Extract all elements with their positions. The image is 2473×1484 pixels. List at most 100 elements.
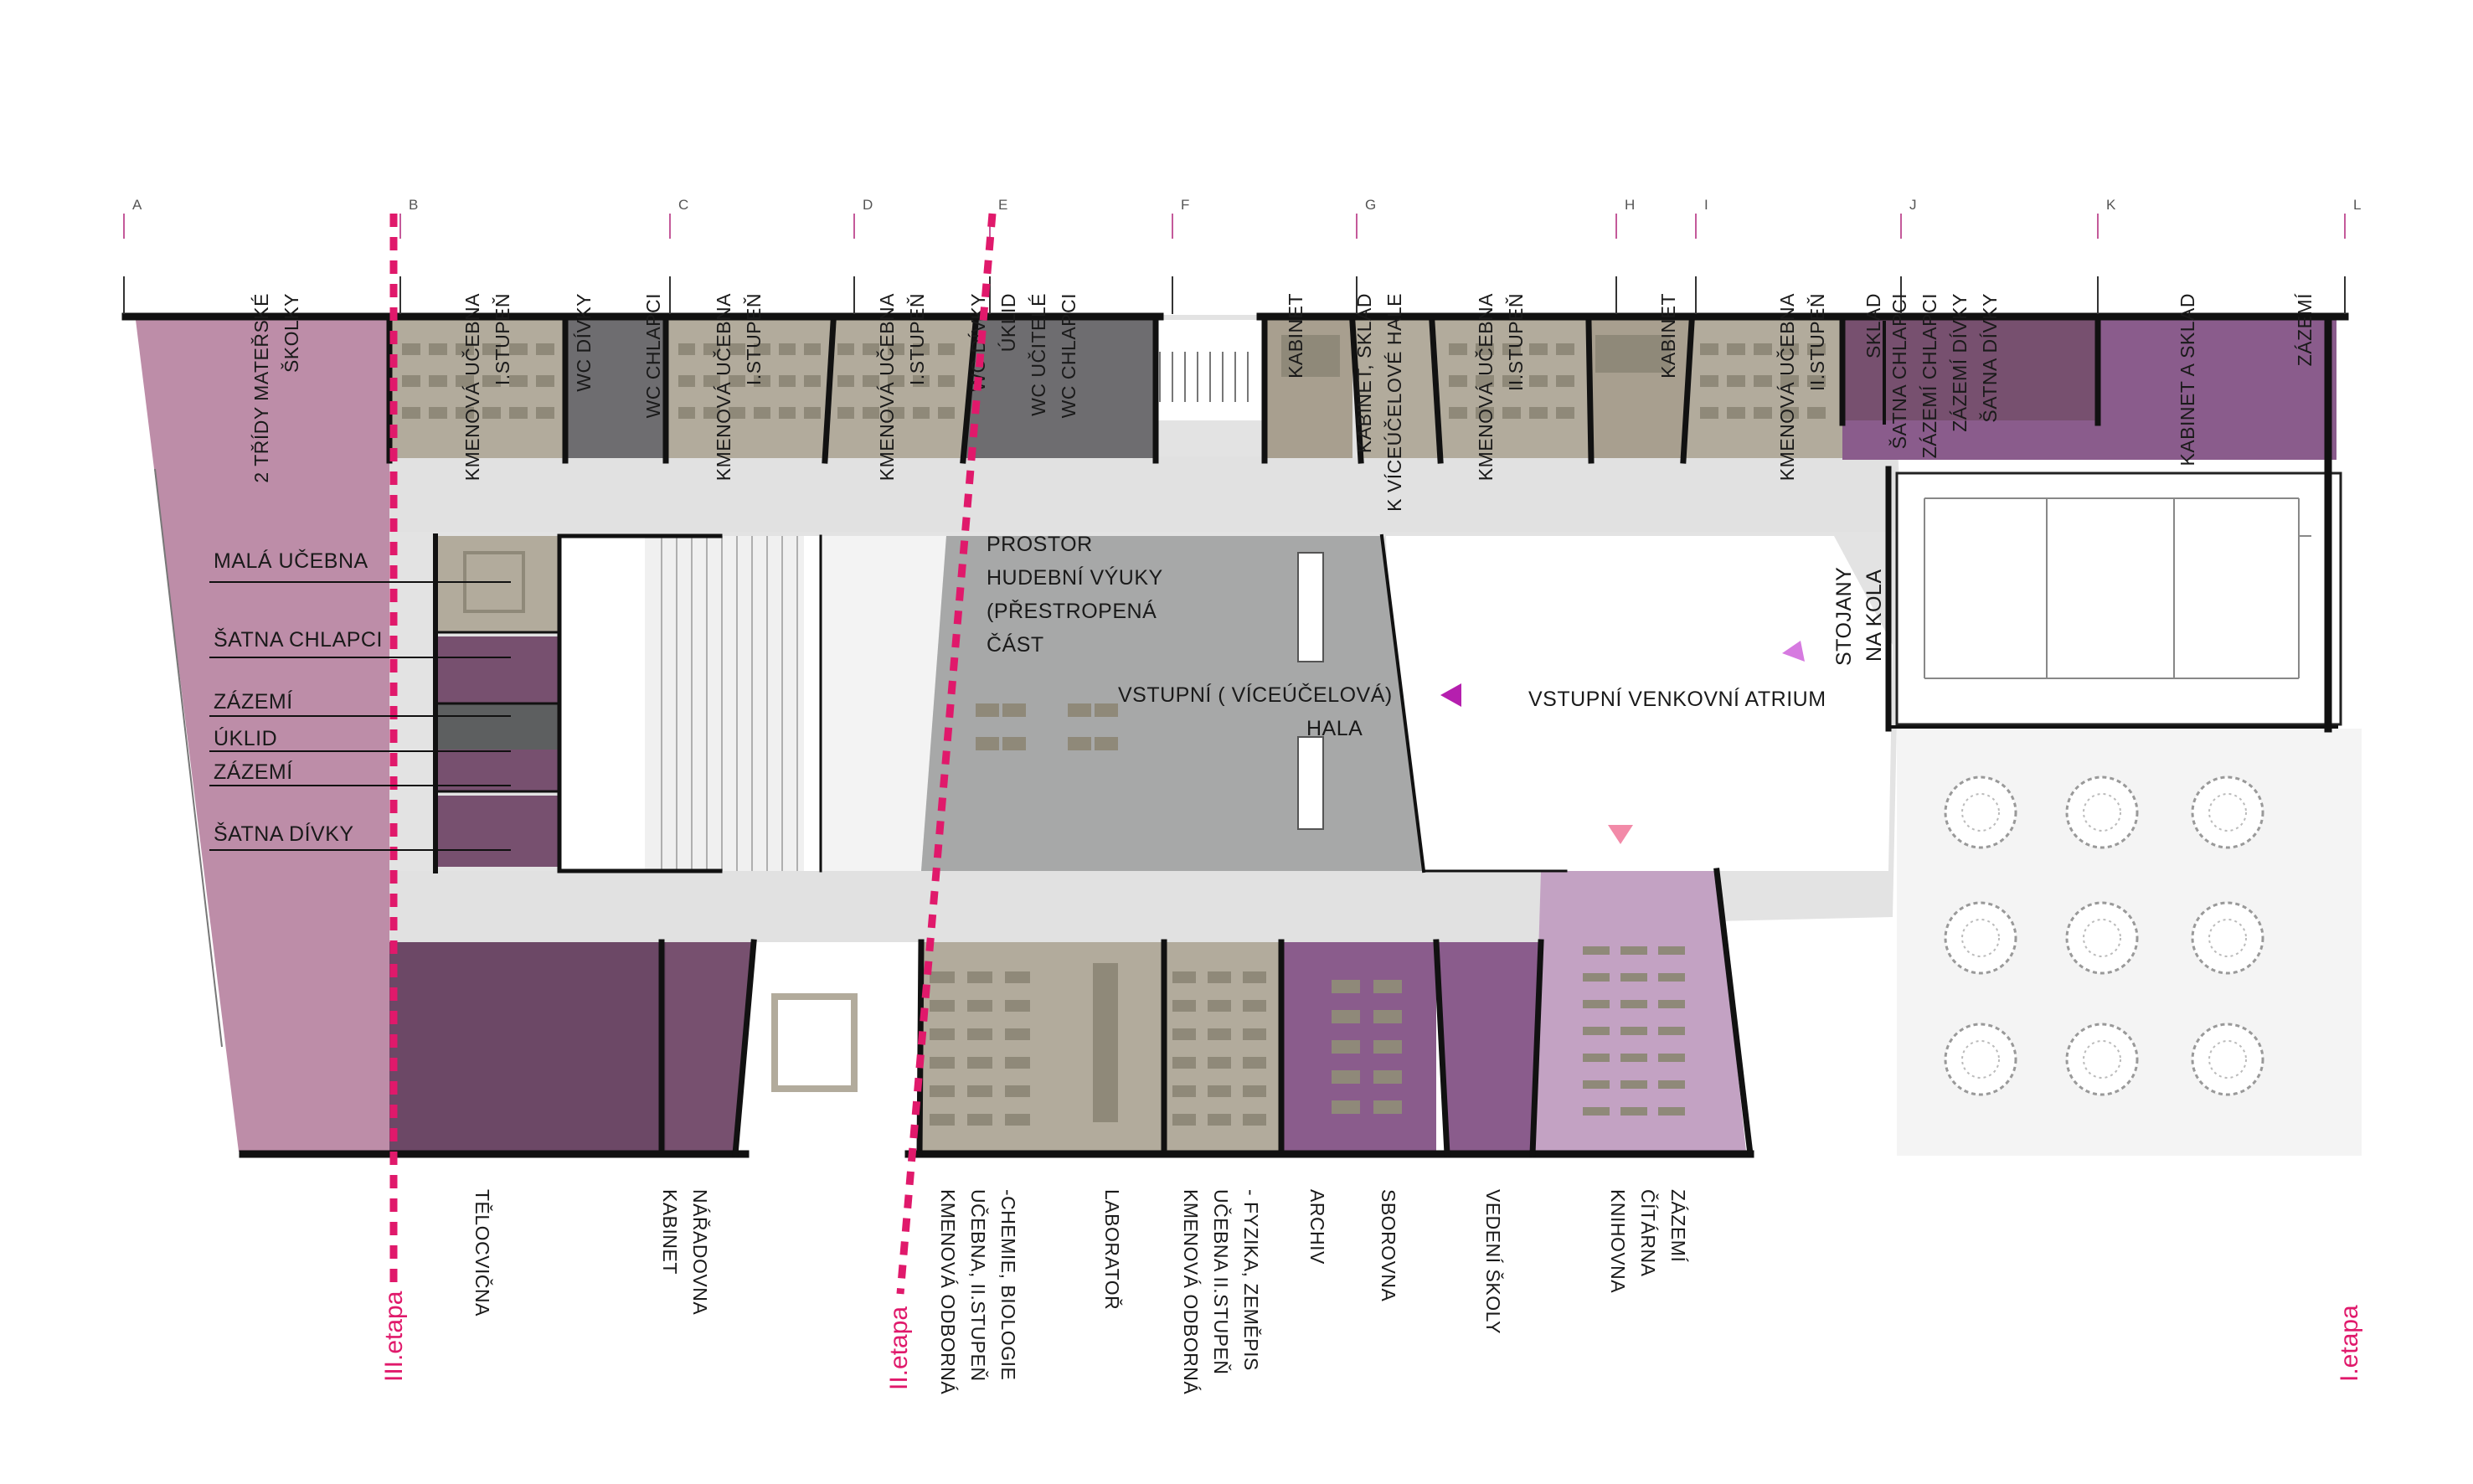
desk xyxy=(1005,1057,1030,1069)
desk xyxy=(678,407,695,419)
room-kabinet-a-sklad xyxy=(2098,320,2336,420)
tree-icon xyxy=(2191,775,2264,849)
bottom-room-label: KMENOVÁ ODBORNÁ xyxy=(1180,1189,1202,1394)
bottom-room-label: ZÁZEMÍ xyxy=(1667,1189,1689,1262)
desk xyxy=(1658,1027,1685,1035)
desk xyxy=(1620,946,1647,955)
desk xyxy=(703,407,720,419)
desk xyxy=(1243,1114,1266,1126)
axis-label: I xyxy=(1704,197,1708,213)
desk xyxy=(1095,703,1118,717)
desk xyxy=(754,343,770,355)
desk xyxy=(1620,1107,1647,1116)
desk xyxy=(930,1028,955,1040)
room-zazemi-1 xyxy=(435,703,559,750)
axis-label: L xyxy=(2353,197,2361,213)
desk xyxy=(1332,1040,1360,1054)
tree-crown xyxy=(2083,1040,2121,1079)
tree-crown xyxy=(2208,1040,2247,1079)
desk xyxy=(1068,703,1091,717)
desk xyxy=(938,407,955,419)
desk xyxy=(1002,703,1026,717)
sandbox xyxy=(771,993,858,1092)
tree-icon xyxy=(2191,901,2264,975)
desk xyxy=(509,407,528,419)
top-room-label: 2 TŘÍDY MATEŘSKÉ xyxy=(250,293,272,483)
desk xyxy=(1807,343,1826,355)
desk xyxy=(1449,375,1467,387)
hall-line: VSTUPNÍ ( VÍCEÚČELOVÁ) xyxy=(1118,683,1393,707)
desk xyxy=(1332,1070,1360,1084)
axis-label: H xyxy=(1625,197,1635,213)
sport-court xyxy=(1895,471,2342,726)
room-classroom-5 xyxy=(1683,320,1842,458)
etapa-lines xyxy=(389,213,997,1295)
desk xyxy=(1658,1054,1685,1062)
top-room-label: KABINET xyxy=(1657,293,1679,379)
top-room-label: ZÁZEMÍ xyxy=(2294,293,2316,366)
tree-crown xyxy=(2083,919,2121,957)
bottom-room-label: VEDENÍ ŠKOLY xyxy=(1482,1189,1505,1334)
top-room-label: I.STUPEŇ xyxy=(906,293,928,385)
desk xyxy=(402,407,420,419)
top-room-label: KMENOVÁ UČEBNA xyxy=(1775,293,1798,481)
desk xyxy=(1529,407,1548,419)
desk xyxy=(536,407,554,419)
desk xyxy=(863,343,879,355)
desk xyxy=(1727,407,1745,419)
desk xyxy=(429,407,447,419)
desk xyxy=(1780,407,1799,419)
room-satna-divky xyxy=(435,796,559,867)
desk xyxy=(1373,980,1402,993)
tree-crown xyxy=(1961,919,2000,957)
stair-bench xyxy=(1297,552,1324,662)
desk xyxy=(913,375,930,387)
room-lower-strip xyxy=(1842,420,2336,460)
desk xyxy=(967,1085,992,1097)
desk xyxy=(1658,973,1685,982)
axis-label: D xyxy=(863,197,873,213)
desk xyxy=(1754,343,1772,355)
desk xyxy=(1373,1040,1402,1054)
bottom-corridor xyxy=(243,871,1566,945)
desk xyxy=(1727,343,1745,355)
tree-icon xyxy=(2065,901,2139,975)
desk xyxy=(863,407,879,419)
bottom-room-label: - FYZIKA, ZEMĚPIS xyxy=(1240,1189,1262,1371)
desk xyxy=(1583,1027,1610,1035)
desk xyxy=(1172,971,1196,983)
room-wc-divky xyxy=(565,320,632,458)
desk xyxy=(1754,375,1772,387)
desk xyxy=(1620,1080,1647,1089)
desk xyxy=(703,375,720,387)
desk xyxy=(1620,1054,1647,1062)
desk xyxy=(1583,1054,1610,1062)
desk xyxy=(779,343,796,355)
bottom-room-label: KMENOVÁ ODBORNÁ xyxy=(937,1189,959,1394)
music-area xyxy=(819,536,946,871)
top-room-label: ÚKLID xyxy=(997,293,1019,352)
bottom-room-label: ARCHIV xyxy=(1306,1189,1328,1265)
desk xyxy=(1373,1100,1402,1114)
arrow-hall-icon xyxy=(1440,683,1461,707)
desk xyxy=(1208,1000,1231,1012)
desk xyxy=(779,375,796,387)
left-label: MALÁ UČEBNA xyxy=(214,549,368,573)
desk xyxy=(1700,407,1718,419)
desk xyxy=(1727,375,1745,387)
room-telocvicna xyxy=(389,942,666,1152)
desk xyxy=(1556,375,1574,387)
top-room-label: KMENOVÁ UČEBNA xyxy=(712,293,734,481)
axis-label: E xyxy=(998,197,1007,213)
desk xyxy=(456,407,474,419)
music-line: PROSTOR xyxy=(987,533,1093,556)
desk xyxy=(456,375,474,387)
room-kabinet-sklad xyxy=(1352,320,1440,458)
desk xyxy=(930,1085,955,1097)
desk xyxy=(1658,946,1685,955)
desk xyxy=(1243,1057,1266,1069)
top-room-label: I.STUPEŇ xyxy=(743,293,765,385)
bottom-room-label: UČEBNA, II.STUPEŇ xyxy=(967,1189,990,1382)
desk xyxy=(967,1000,992,1012)
